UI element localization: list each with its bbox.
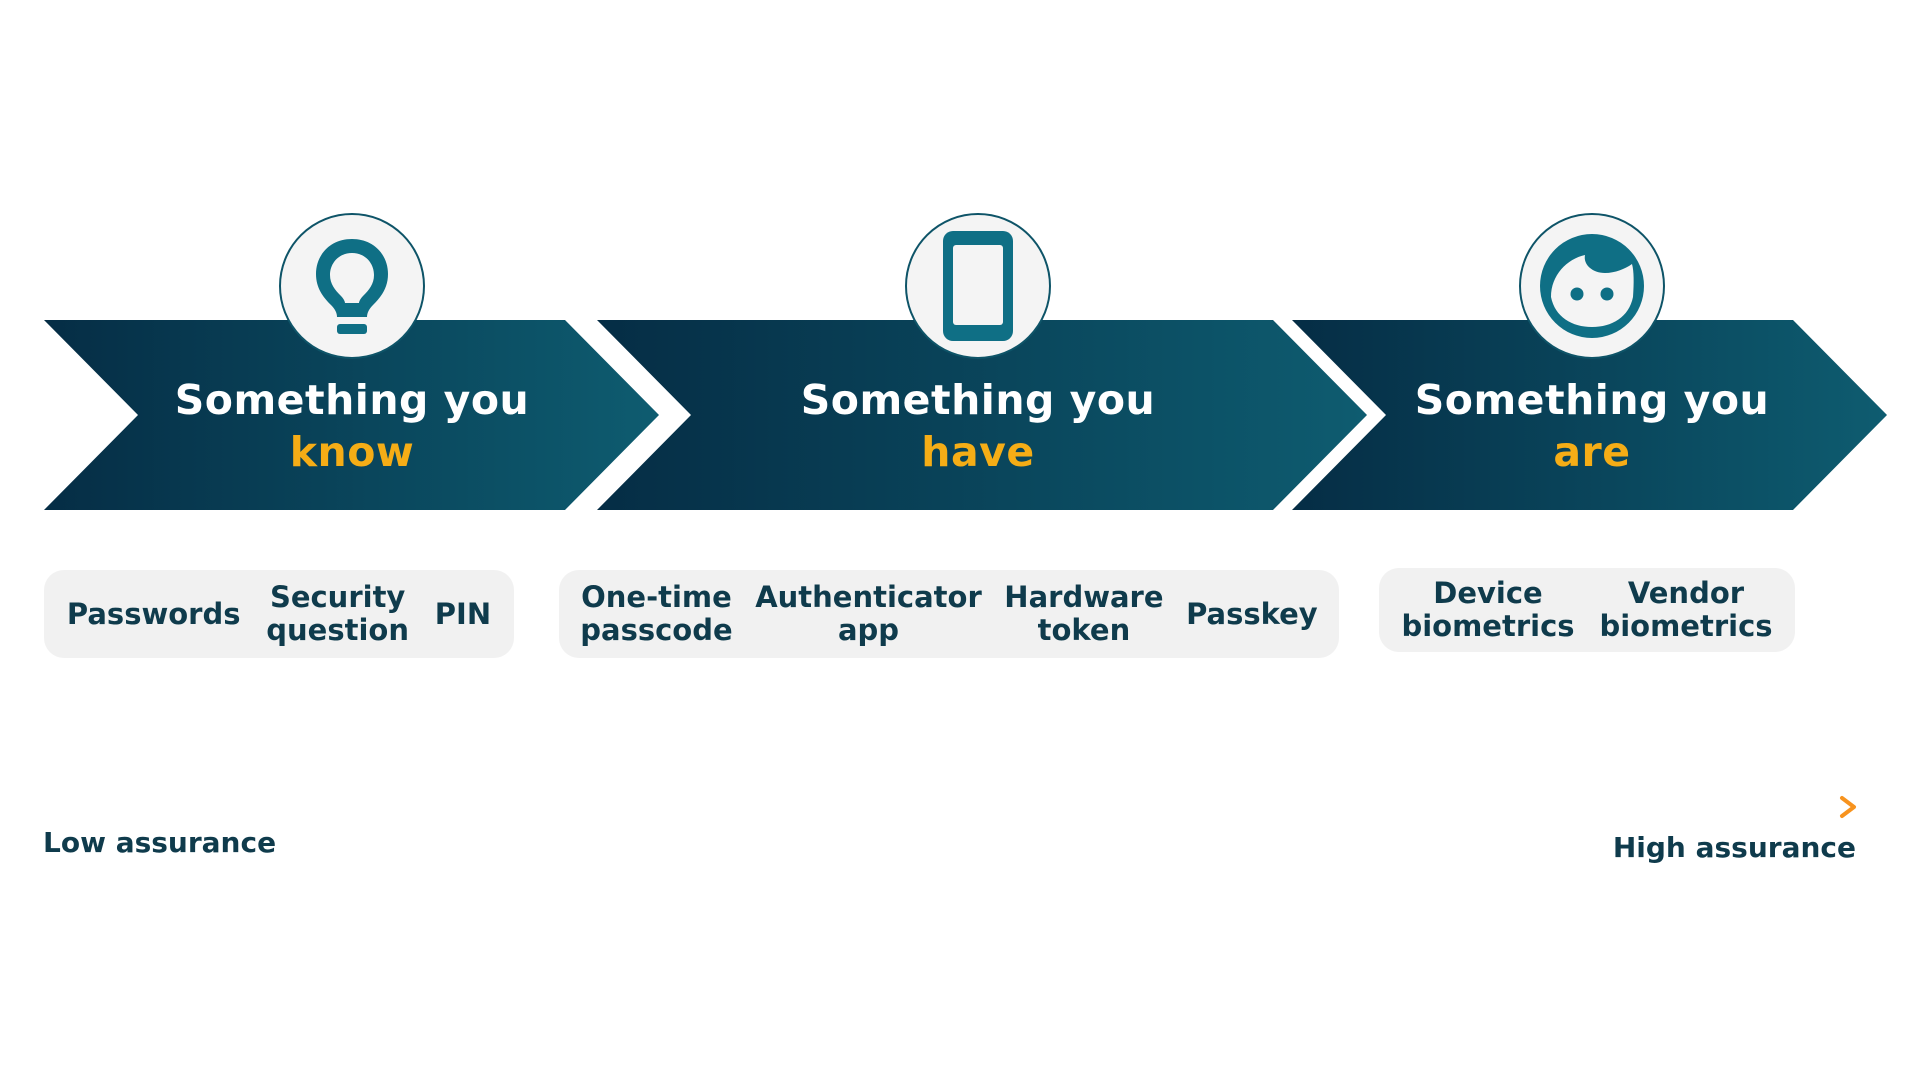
- factor-authenticator-app: Authenticator app: [755, 580, 982, 647]
- stage-have-title: Something you have: [698, 374, 1258, 478]
- high-assurance-label: High assurance: [1612, 831, 1856, 864]
- stage-have-keyword: have: [921, 428, 1035, 476]
- stage-are-title: Something you are: [1312, 374, 1872, 478]
- factor-group-are: Device biometrics Vendor biometrics: [1379, 568, 1795, 652]
- chevron-have: [597, 320, 1367, 510]
- factor-vendor-biometrics: Vendor biometrics: [1599, 576, 1773, 643]
- stage-have-icon-circle: [905, 213, 1051, 359]
- factor-device-biometrics: Device biometrics: [1401, 576, 1575, 643]
- assurance-axis-arrowhead: [1840, 796, 1856, 818]
- stage-know-icon-circle: [279, 213, 425, 359]
- factor-security-question: Security question: [266, 580, 409, 647]
- low-assurance-label: Low assurance: [43, 826, 277, 859]
- stage-are-line1: Something you: [1414, 376, 1770, 424]
- chevron-are: [1292, 320, 1887, 510]
- lightbulb-icon: [316, 239, 388, 334]
- stage-know-line1: Something you: [174, 376, 530, 424]
- factor-group-have: One-time passcode Authenticator app Hard…: [559, 570, 1339, 658]
- face-icon: [1540, 234, 1644, 338]
- factor-hardware-token: Hardware token: [1004, 580, 1164, 647]
- stage-know-title: Something you know: [72, 374, 632, 478]
- phone-icon: [943, 231, 1013, 341]
- stage-are-icon-circle: [1519, 213, 1665, 359]
- factor-one-time-passcode: One-time passcode: [580, 580, 733, 647]
- stage-have-line1: Something you: [800, 376, 1156, 424]
- stage-are-keyword: are: [1553, 428, 1631, 476]
- factor-pin: PIN: [434, 596, 492, 631]
- chevron-know: [44, 320, 659, 510]
- factor-group-know: Passwords Security question PIN: [44, 570, 514, 658]
- factor-passwords: Passwords: [66, 596, 241, 631]
- factor-passkey: Passkey: [1186, 596, 1318, 631]
- stage-know-keyword: know: [289, 428, 415, 476]
